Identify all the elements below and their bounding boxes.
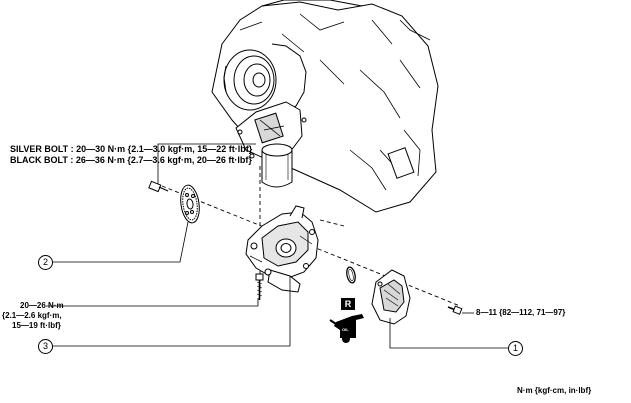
cover-bolt-torque: 8—11 {82—112, 71—97} [476, 308, 566, 317]
oil-pump [245, 205, 319, 293]
replace-part-badge: R [341, 298, 355, 310]
leader-lines [46, 143, 508, 349]
silver-bolt-torque: SILVER BOLT : 20—30 N·m {2.1—3.0 kgf·m, … [10, 144, 253, 154]
oil-pump-sprocket [180, 184, 200, 224]
sprocket-bolt [148, 180, 169, 193]
units-note: N·m {kgf·cm, in·lbf} [517, 386, 592, 395]
o-ring [346, 266, 356, 284]
alignment-lines [161, 166, 461, 307]
oil-strainer [371, 269, 411, 325]
oil-can-icon [329, 314, 364, 343]
callout-1: 1 [508, 341, 523, 356]
oil-label: OIL [342, 327, 349, 332]
cover-bolt [447, 305, 463, 315]
pump-bolt-torque-kgf: {2.1—2.6 kgf·m, [2, 311, 62, 320]
oil-filter [261, 143, 293, 188]
pump-bolt-torque-ftlbf: 15—19 ft·lbf} [12, 321, 61, 330]
black-bolt-torque: BLACK BOLT : 26—36 N·m {2.7—3.6 kgf·m, 2… [10, 155, 252, 165]
callout-3: 3 [38, 339, 53, 354]
callout-2: 2 [38, 255, 53, 270]
pump-bolt [255, 273, 264, 300]
crank-pulley [223, 43, 307, 113]
pump-bolt-torque-nm: 20—26 N·m [20, 301, 64, 310]
